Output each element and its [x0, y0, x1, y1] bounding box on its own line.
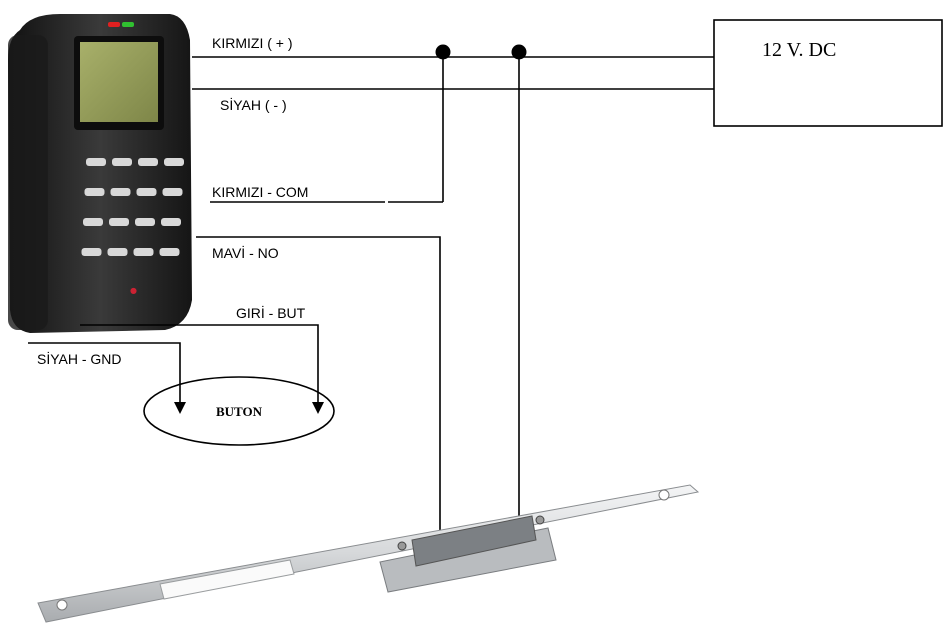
keypad-key [112, 158, 132, 166]
keypad-key [138, 158, 158, 166]
keypad-key [110, 188, 131, 196]
lcd-screen [80, 42, 158, 122]
keypad-key [84, 188, 105, 196]
reader-brand-logo: ● [130, 286, 137, 295]
led-red [108, 22, 120, 27]
label-blue-no: MAVİ - NO [212, 244, 279, 261]
keypad-key [86, 158, 106, 166]
strike-keeper [411, 515, 537, 567]
arrow-exit-button [312, 402, 324, 414]
keypad-key [81, 248, 102, 256]
keypad-key [136, 188, 157, 196]
power-supply-box [713, 19, 943, 127]
label-red-plus: KIRMIZI ( + ) [212, 35, 293, 51]
screw-hole-right [658, 489, 670, 501]
exit-button-label: BUTON [216, 404, 263, 419]
junction-com [435, 44, 451, 60]
strike-plate-slot [159, 559, 295, 600]
power-supply-label: 12 V. DC [762, 39, 836, 61]
electric-strike-lock [37, 484, 700, 623]
label-black-minus: SİYAH ( - ) [220, 96, 287, 113]
label-black-gnd: SİYAH - GND [37, 350, 122, 367]
keypad-key [83, 218, 103, 226]
access-reader-device: ● [8, 14, 192, 333]
keypad [81, 158, 184, 256]
keypad-key [133, 248, 154, 256]
led-green [122, 22, 134, 27]
label-exit-button: GIRİ - BUT [236, 304, 306, 321]
keypad-key [159, 248, 180, 256]
keypad-key [164, 158, 184, 166]
strike-faceplate [37, 484, 700, 623]
keypad-key [162, 188, 183, 196]
reader-side-panel [8, 35, 48, 330]
strike-screw-2 [535, 515, 545, 525]
arrow-black-gnd [174, 402, 186, 414]
keypad-key [109, 218, 129, 226]
label-red-com: KIRMIZI - COM [212, 184, 308, 200]
keypad-key [107, 248, 128, 256]
wire-blue-no [196, 236, 441, 540]
wire-black-gnd [28, 342, 181, 402]
junction-lock-plus [511, 44, 527, 60]
wire-exit-button [80, 324, 319, 402]
keypad-key [135, 218, 155, 226]
exit-button [143, 376, 335, 446]
screw-hole-left [56, 599, 68, 611]
strike-screw-1 [397, 541, 407, 551]
keypad-key [161, 218, 181, 226]
